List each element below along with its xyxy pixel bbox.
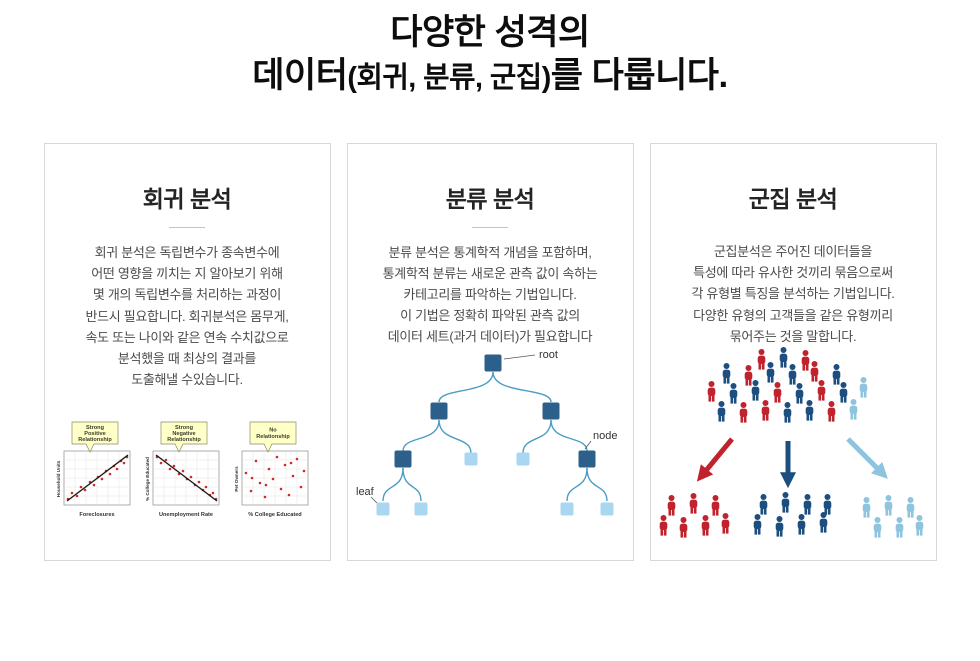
tree-label-leaf: leaf bbox=[356, 486, 375, 498]
header-line-2: 데이터(회귀, 분류, 군집)를 다룹니다. bbox=[0, 55, 980, 98]
red-arrow bbox=[696, 437, 734, 482]
card-title: 분류 분석 bbox=[445, 186, 535, 213]
scatter-plot-negative: % College Educated bbox=[145, 422, 220, 518]
tree-label-node: node bbox=[593, 430, 617, 442]
card-body-text: 군집분석은 주어진 데이터들을 특성에 따라 유사한 것끼리 묶음으로써 각 유… bbox=[691, 244, 895, 344]
regression-scatter-svg: Household Units bbox=[56, 422, 309, 518]
card-regression-analysis: 회귀 분석 회귀 분석은 독립변수가 종속변수에 어떤 영향을 끼치는 지 알아… bbox=[43, 143, 331, 562]
header-line2-suffix: 를 다룹니다. bbox=[550, 55, 728, 95]
page-header: 다양한 성격의 데이터(회귀, 분류, 군집)를 다룹니다. bbox=[0, 0, 980, 97]
navy-cluster bbox=[753, 491, 832, 537]
svg-text:No: No bbox=[269, 428, 277, 434]
header-line2-paren: (회귀, 분류, 군집) bbox=[347, 61, 551, 94]
svg-text:Positive: Positive bbox=[84, 431, 105, 437]
card-classification-analysis: 분류 분석 분류 분석은 통계학적 개념을 포함하며, 통계학적 분류는 새로운… bbox=[346, 143, 634, 562]
cluster-arrows bbox=[696, 436, 888, 488]
card-title: 군집 분석 bbox=[748, 186, 838, 213]
regression-plots-image: Household Units bbox=[54, 421, 320, 544]
plot-callout: Strong Positive Relationship bbox=[71, 422, 119, 454]
clustering-people-image bbox=[658, 346, 928, 550]
svg-text:Negative: Negative bbox=[172, 431, 195, 437]
svg-text:Relationship: Relationship bbox=[78, 437, 112, 443]
scatter-plot-positive: Household Units bbox=[56, 422, 131, 518]
tree-inner-node bbox=[578, 450, 596, 468]
title-divider bbox=[169, 227, 205, 229]
tree-leaf-node bbox=[376, 502, 390, 516]
svg-text:Relationship: Relationship bbox=[167, 437, 201, 443]
tree-label-root: root bbox=[539, 349, 558, 361]
plot-ylabel: Household Units bbox=[56, 461, 61, 498]
red-cluster bbox=[659, 492, 730, 538]
decision-tree-svg: root node leaf bbox=[356, 349, 617, 516]
plot-xlabel: % College Educated bbox=[248, 512, 302, 518]
scatter-plot-none: Pet Owners bbox=[234, 422, 309, 518]
plot-xlabel: Unemployment Rate bbox=[159, 512, 213, 518]
plot-ylabel: Pet Owners bbox=[234, 466, 239, 492]
card-body-text: 분류 분석은 통계학적 개념을 포함하며, 통계학적 분류는 새로운 관측 값이… bbox=[382, 245, 598, 345]
lightblue-arrow bbox=[846, 436, 888, 479]
card-clustering-analysis: 군집 분석 군집분석은 주어진 데이터들을 특성에 따라 유사한 것끼리 묶음으… bbox=[649, 143, 937, 562]
plot-callout: No Relationship bbox=[249, 422, 297, 454]
svg-text:Strong: Strong bbox=[175, 425, 194, 431]
mixed-crowd bbox=[707, 346, 868, 423]
clustering-svg bbox=[659, 346, 924, 538]
footer-spacer bbox=[0, 561, 980, 601]
title-divider bbox=[472, 227, 508, 229]
header-line2-prefix: 데이터 bbox=[252, 55, 348, 95]
lightblue-cluster bbox=[862, 494, 924, 538]
plot-xlabel: Foreclosures bbox=[79, 512, 114, 518]
card-row: 회귀 분석 회귀 분석은 독립변수가 종속변수에 어떤 영향을 끼치는 지 알아… bbox=[0, 143, 980, 562]
card-body-text: 회귀 분석은 독립변수가 종속변수에 어떤 영향을 끼치는 지 알아보기 위해 … bbox=[85, 245, 289, 387]
plot-ylabel: % College Educated bbox=[145, 457, 150, 501]
svg-text:Relationship: Relationship bbox=[256, 434, 290, 440]
decision-tree-image: root node leaf bbox=[355, 347, 625, 544]
card-title: 회귀 분석 bbox=[142, 186, 232, 213]
header-line-1: 다양한 성격의 bbox=[390, 13, 590, 52]
tree-root-node bbox=[484, 354, 502, 372]
svg-text:Strong: Strong bbox=[86, 425, 105, 431]
plot-callout: Strong Negative Relationship bbox=[160, 422, 208, 454]
